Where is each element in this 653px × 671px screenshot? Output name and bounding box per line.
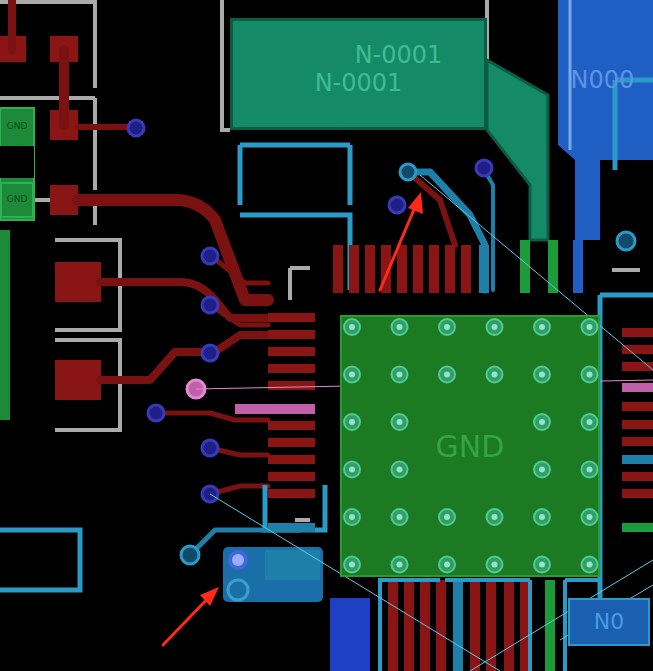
net-label: GND (436, 430, 505, 463)
net-label: N-0001 (315, 70, 403, 96)
smd-pad: N0 (568, 598, 650, 646)
copper-pour: N-0001N-0001 (230, 18, 487, 130)
gnd-pad: GND (0, 182, 34, 218)
thermal-pad: GND (340, 315, 600, 577)
net-label: GND (7, 122, 28, 132)
net-label: N000 (571, 67, 635, 93)
copper-pour: N000 (555, 30, 650, 130)
net-label: GND (7, 195, 28, 205)
gnd-pad: GND (0, 110, 34, 144)
net-label: N0 (594, 610, 624, 634)
net-label: N-0001 (355, 42, 443, 68)
